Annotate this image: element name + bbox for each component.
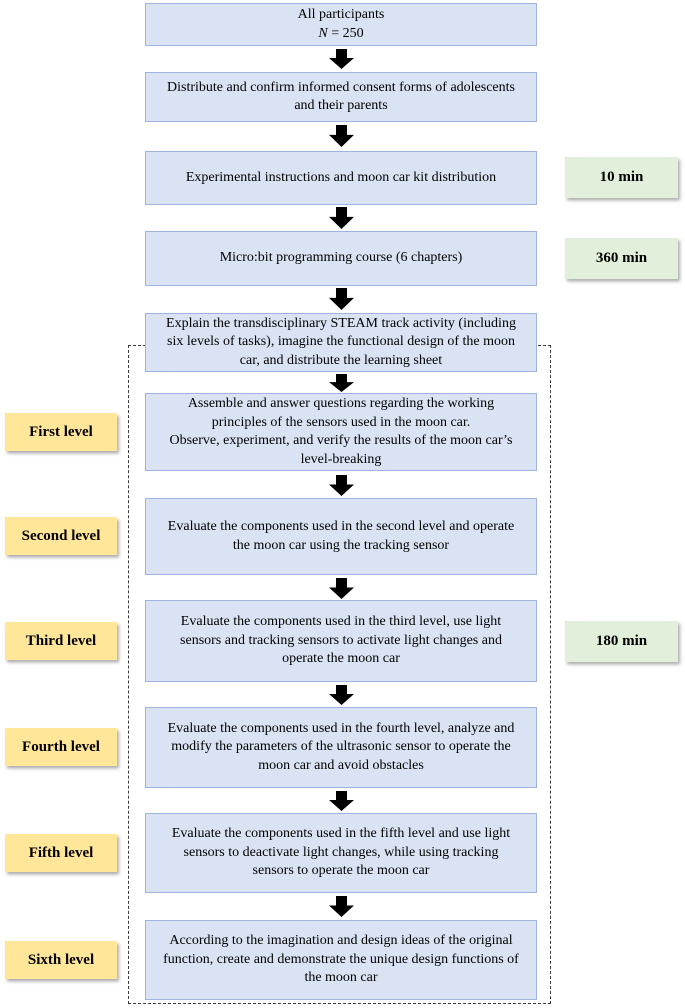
sample-size-text: N = 250	[318, 25, 363, 44]
duration-10min-label: 10 min	[599, 169, 644, 185]
level-4-text: Evaluate the components used in the four…	[167, 720, 515, 773]
instructions-kit-text: Experimental instructions and moon car k…	[185, 169, 497, 185]
level-label-first: First level	[5, 413, 117, 451]
level-2-text: Evaluate the components used in the seco…	[167, 519, 515, 553]
flow-arrow-2	[329, 125, 354, 147]
flow-arrow-3	[329, 207, 354, 229]
step-level-6: According to the imagination and design …	[145, 920, 537, 1000]
duration-badge-360min: 360 min	[565, 238, 678, 279]
all-participants-text: All participants	[297, 7, 385, 22]
n-value: = 250	[327, 25, 364, 41]
duration-360min-label: 360 min	[595, 250, 648, 266]
level-3-text: Evaluate the components used in the thir…	[180, 614, 502, 667]
level-1-text: Assemble and answer questions regarding …	[169, 396, 513, 467]
level-label-fifth-text: Fifth level	[28, 844, 94, 861]
step-level-4: Evaluate the components used in the four…	[145, 707, 537, 788]
level-label-sixth-text: Sixth level	[27, 951, 95, 968]
level-label-fourth: Fourth level	[5, 728, 117, 766]
duration-180min-label: 180 min	[595, 633, 648, 649]
step-all-participants: All participants N = 250	[145, 3, 537, 46]
level-5-text: Evaluate the components used in the fift…	[171, 826, 511, 879]
step-programming-course: Micro:bit programming course (6 chapters…	[145, 231, 537, 286]
programming-course-text: Micro:bit programming course (6 chapters…	[219, 250, 463, 266]
step-level-2: Evaluate the components used in the seco…	[145, 498, 537, 575]
step-explain-activity: Explain the transdisciplinary STEAM trac…	[145, 313, 537, 372]
step-level-3: Evaluate the components used in the thir…	[145, 600, 537, 682]
level-label-first-text: First level	[29, 423, 93, 440]
step-level-1: Assemble and answer questions regarding …	[145, 393, 537, 471]
level-label-second: Second level	[5, 517, 117, 555]
level-label-second-text: Second level	[21, 527, 101, 544]
level-label-third: Third level	[5, 622, 117, 660]
level-6-text: According to the imagination and design …	[163, 933, 519, 986]
level-label-sixth: Sixth level	[5, 941, 117, 979]
level-label-third-text: Third level	[25, 632, 97, 649]
level-label-fourth-text: Fourth level	[22, 738, 100, 755]
duration-badge-180min: 180 min	[565, 621, 678, 662]
level-label-fifth: Fifth level	[5, 834, 117, 872]
step-consent-forms: Distribute and confirm informed consent …	[145, 72, 537, 122]
consent-forms-text: Distribute and confirm informed consent …	[167, 79, 515, 114]
flow-arrow-4	[329, 288, 354, 310]
n-symbol: N	[318, 25, 328, 41]
step-level-5: Evaluate the components used in the fift…	[145, 813, 537, 893]
explain-activity-text: Explain the transdisciplinary STEAM trac…	[166, 315, 516, 368]
step-instructions-kit: Experimental instructions and moon car k…	[145, 151, 537, 205]
duration-badge-10min: 10 min	[565, 157, 678, 198]
flow-arrow-1	[329, 49, 354, 69]
